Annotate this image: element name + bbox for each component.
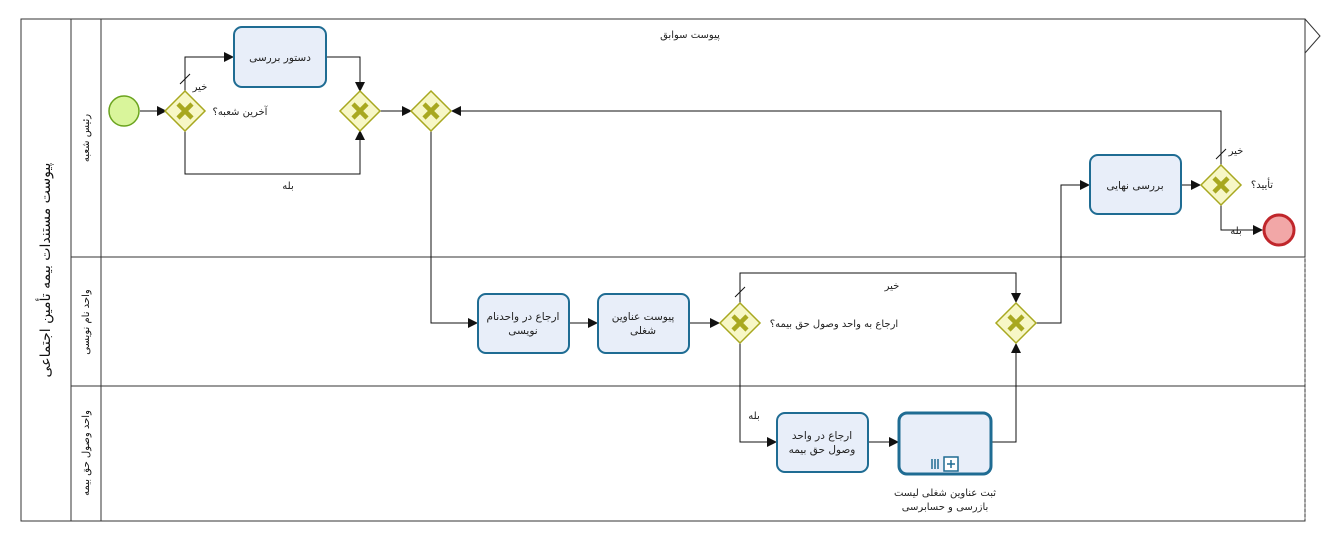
flow-review-order-to-gw2 — [326, 56, 365, 92]
data-annotation: پیوست سوابق — [102, 18, 1321, 55]
flow-gw3-to-refer-registration — [430, 130, 478, 328]
task-refer-collection-line1: ارجاع در واحد — [792, 430, 852, 442]
gateway-merge-3 — [994, 301, 1038, 345]
flow-label-no-gw5: خیر — [1228, 146, 1244, 157]
subprocess-record-job-titles — [897, 411, 993, 476]
flow-label-no-gw1: خیر — [192, 82, 208, 93]
task-refer-registration: ارجاع در واحدنام نویسی — [477, 293, 570, 354]
flow-gw5-yes-to-end — [1220, 204, 1263, 235]
task-review-order-label: دستور بررسی — [249, 52, 311, 64]
lane-label-branch-head: رئیس شعبه — [81, 114, 92, 162]
loop-marker-icon — [931, 459, 939, 469]
lane-label-collection: واحد وصول حق بیمه — [81, 410, 92, 496]
subprocess-record-label-line2: بازرسی و حسابرسی — [902, 502, 989, 513]
flow-record-to-gw7 — [991, 343, 1021, 443]
flow-gw6-no-to-gw7 — [739, 272, 1021, 304]
task-attach-job-titles-line2: شغلی — [630, 325, 656, 337]
gateway-refer-collection — [718, 301, 762, 345]
task-refer-collection-line2: وصول حق بیمه — [789, 444, 856, 456]
subprocess-record-label-line1: ثبت عناوین شغلی لیست — [894, 488, 996, 499]
task-review-order: دستور بررسی — [233, 26, 327, 88]
data-annotation-label: پیوست سوابق — [660, 30, 720, 41]
default-flow-markers — [179, 73, 1227, 298]
gateway-approved — [1199, 163, 1243, 207]
lane-label-registration: واحد نام نویسی — [81, 289, 92, 355]
pool-title: پیوست مستندات بیمه تأمین اجتماعی — [35, 162, 54, 377]
flow-gw6-yes-to-refer-collection — [739, 342, 777, 447]
flow-gw1-to-review-order — [184, 52, 234, 92]
end-event — [1262, 213, 1296, 247]
task-attach-job-titles: پیوست عناوین شغلی — [597, 293, 690, 354]
flow-gw7-to-final-review — [1036, 180, 1090, 324]
task-final-review: بررسی نهایی — [1089, 154, 1182, 215]
sequence-flows — [140, 52, 1263, 447]
flow-gw1-yes-to-gw2 — [184, 130, 365, 175]
gateway-last-branch — [163, 89, 207, 133]
flow-label-yes-gw5: بله — [1230, 226, 1241, 237]
task-refer-collection: ارجاع در واحد وصول حق بیمه — [776, 412, 869, 473]
task-refer-registration-line2: نویسی — [508, 325, 537, 337]
gateway-last-branch-question: آخرین شعبه؟ — [213, 105, 269, 118]
start-event — [108, 95, 140, 127]
flow-gw5-no-to-gw3 — [451, 106, 1222, 166]
gateway-merge-1 — [338, 89, 382, 133]
pool: پیوست مستندات بیمه تأمین اجتماعی رئیس شع… — [20, 18, 1306, 522]
gateway-merge-2 — [409, 89, 453, 133]
gateway-refer-collection-question: ارجاع به واحد وصول حق بیمه؟ — [770, 319, 898, 330]
flow-label-yes-gw6: بله — [748, 411, 759, 422]
task-refer-registration-line1: ارجاع در واحدنام — [487, 311, 560, 323]
collapsed-subprocess-icon — [943, 456, 959, 472]
gateway-approved-question: تأیید؟ — [1251, 177, 1273, 191]
flow-label-no-gw6: خیر — [884, 281, 900, 292]
task-final-review-label: بررسی نهایی — [1106, 180, 1163, 192]
task-attach-job-titles-line1: پیوست عناوین — [612, 311, 675, 323]
flow-label-yes-gw1: بله — [282, 181, 293, 192]
